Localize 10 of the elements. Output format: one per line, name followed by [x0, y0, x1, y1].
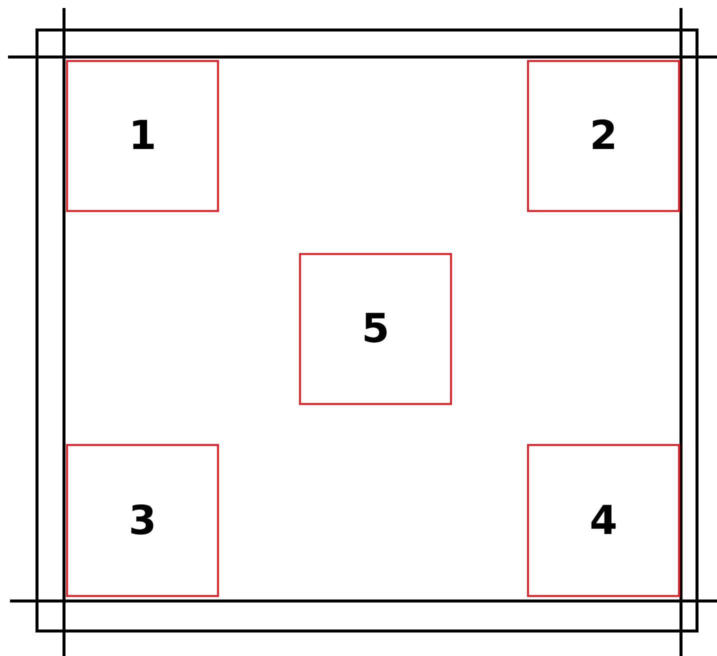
box-number: 4 — [590, 500, 618, 540]
square-box — [527, 444, 680, 597]
box-number: 1 — [128, 116, 156, 156]
square-box — [527, 60, 680, 212]
square-box — [66, 444, 219, 597]
box-number: 2 — [590, 116, 618, 156]
square-box — [299, 253, 452, 405]
box-number: 3 — [128, 500, 156, 540]
box-number: 5 — [362, 309, 390, 349]
square-box — [66, 60, 219, 212]
